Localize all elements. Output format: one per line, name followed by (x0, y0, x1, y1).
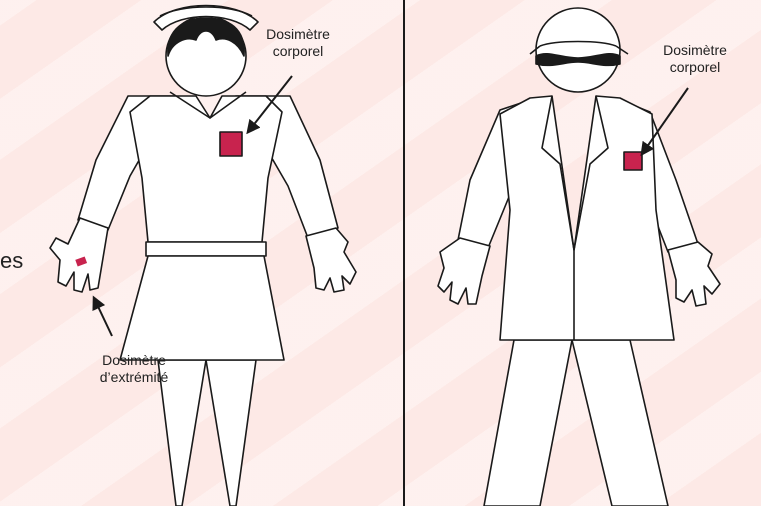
doctor-body-dosimeter-label-line2: corporel (650, 59, 740, 76)
doctor-coat (500, 96, 674, 340)
doctor-figure (438, 8, 720, 506)
nurse-left-hand (50, 218, 108, 292)
nurse-right-leg (206, 360, 256, 506)
nurse-extremity-arrow (94, 298, 112, 336)
doctor-right-hand (668, 242, 720, 306)
nurse-body-dosimeter-label-line2: corporel (254, 43, 342, 60)
doctor-left-hand (438, 238, 490, 304)
doctor-body-dosimeter (624, 152, 642, 170)
nurse-body-dosimeter (220, 132, 242, 156)
left-edge-text-fragment: es (0, 248, 23, 274)
doctor-right-leg (572, 340, 668, 506)
doctor-head (536, 8, 620, 92)
nurse-belt (146, 242, 266, 256)
nurse-skirt (120, 256, 284, 360)
nurse-extremity-dosimeter-label-line2: d’extrémité (88, 369, 180, 386)
nurse-right-hand (306, 228, 356, 292)
doctor-body-dosimeter-label: Dosimètre corporel (650, 42, 740, 76)
doctor-body-dosimeter-label-line1: Dosimètre (650, 42, 740, 59)
nurse-body-dosimeter-label-line1: Dosimètre (254, 26, 342, 43)
nurse-figure (50, 6, 356, 506)
nurse-extremity-dosimeter-label: Dosimètre d’extrémité (88, 352, 180, 386)
nurse-extremity-dosimeter-label-line1: Dosimètre (88, 352, 180, 369)
doctor-left-leg (484, 340, 572, 506)
nurse-body-dosimeter-label: Dosimètre corporel (254, 26, 342, 60)
